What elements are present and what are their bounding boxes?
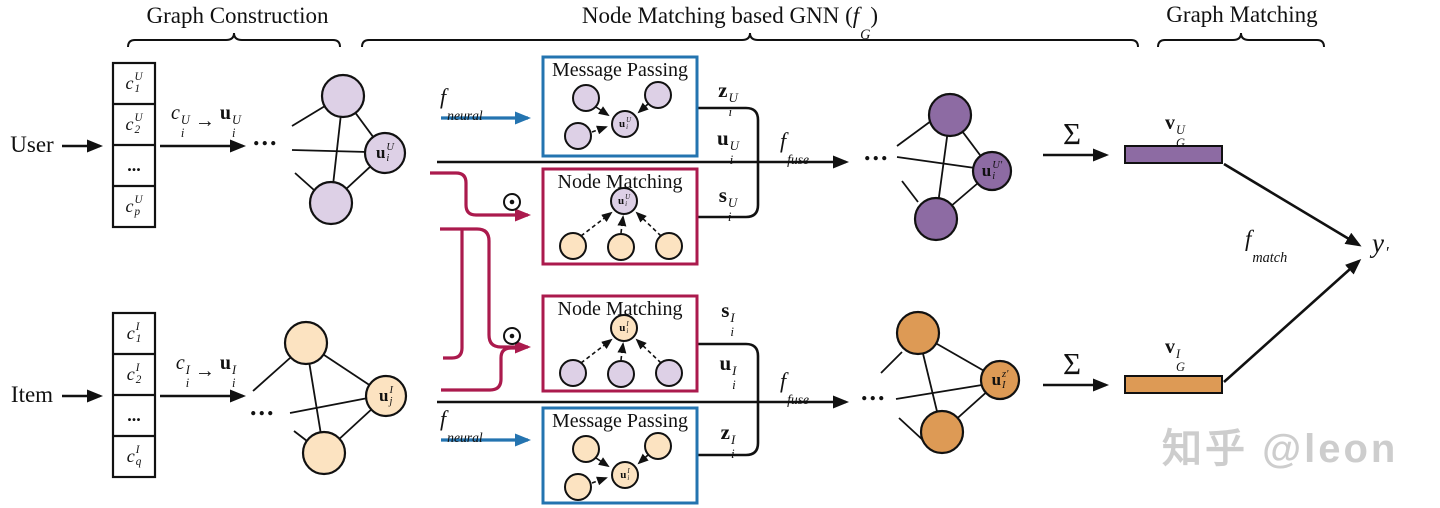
mp-title-user: Message Passing: [551, 59, 689, 81]
brace-gnn: [361, 32, 1139, 48]
mp-box-user: [541, 55, 699, 158]
user-updated-node: [927, 92, 973, 138]
header-braces: [127, 32, 1325, 48]
route-cross-vertical: [443, 230, 464, 360]
nm-box-user: [541, 167, 699, 266]
route-cross-to-bottom-matching: [440, 227, 531, 354]
user-output-bracket: [697, 106, 760, 219]
fneural-arrows: [441, 111, 531, 447]
header-graph-matching: Graph Matching: [1166, 2, 1318, 27]
sigma-item: Σ: [1062, 346, 1082, 381]
brace-graph-matching: [1157, 32, 1325, 48]
mp-title-item: Message Passing: [551, 410, 689, 432]
matching-routes: [430, 171, 531, 392]
user-output-graph: [896, 92, 1013, 242]
ellipsis-user-right: ...: [864, 137, 890, 166]
brace-graph-construction: [127, 32, 341, 48]
user-label: User: [10, 132, 54, 157]
mp-box-item: [541, 406, 699, 505]
user-updated-node-ui: [971, 150, 1013, 192]
y-prime-label: y′: [1372, 228, 1389, 263]
user-graph-node-ui: [363, 131, 407, 175]
nm-title-user: Node Matching: [557, 171, 683, 193]
match-arrow-user: [1223, 162, 1362, 247]
nm-box-item: [541, 294, 699, 393]
user-updated-node: [913, 196, 959, 242]
odot-user: [503, 193, 521, 211]
user-graph-node: [308, 180, 354, 226]
item-output-bracket: [697, 342, 760, 457]
main-lines: [437, 106, 1362, 457]
item-graph-node-uj: [364, 374, 408, 418]
user-cell-dots: ...: [127, 155, 141, 175]
item-output-graph: [880, 310, 1021, 455]
route-item-merge-up: [441, 346, 517, 392]
match-arrow-item: [1223, 258, 1362, 383]
user-graph-vector-bar: [1124, 145, 1223, 164]
user-input-graph: [291, 73, 407, 226]
item-updated-node: [895, 310, 941, 356]
item-updated-node-uz: [979, 359, 1021, 401]
input-arrows: [62, 139, 246, 403]
item-updated-node: [919, 409, 965, 455]
item-label: Item: [10, 382, 54, 407]
header-graph-construction: Graph Construction: [146, 3, 329, 28]
ellipsis-item-right: ...: [861, 377, 887, 406]
user-graph-node: [320, 73, 366, 119]
sigma-user: Σ: [1062, 116, 1082, 151]
nm-title-item: Node Matching: [557, 298, 683, 320]
item-cell-dots: ...: [127, 405, 141, 425]
odot-item: [503, 327, 521, 345]
item-feature-vector: [111, 311, 157, 479]
item-input-graph: [252, 320, 408, 476]
item-graph-vector-bar: [1124, 375, 1223, 394]
watermark: 知乎 @leon: [1162, 427, 1399, 471]
route-user-to-top-matching: [430, 171, 531, 222]
item-graph-node: [301, 430, 347, 476]
user-feature-vector: [111, 61, 157, 229]
ellipsis-user-left: ...: [253, 122, 279, 151]
item-graph-node: [283, 320, 329, 366]
ellipsis-item-left: ...: [250, 392, 276, 421]
